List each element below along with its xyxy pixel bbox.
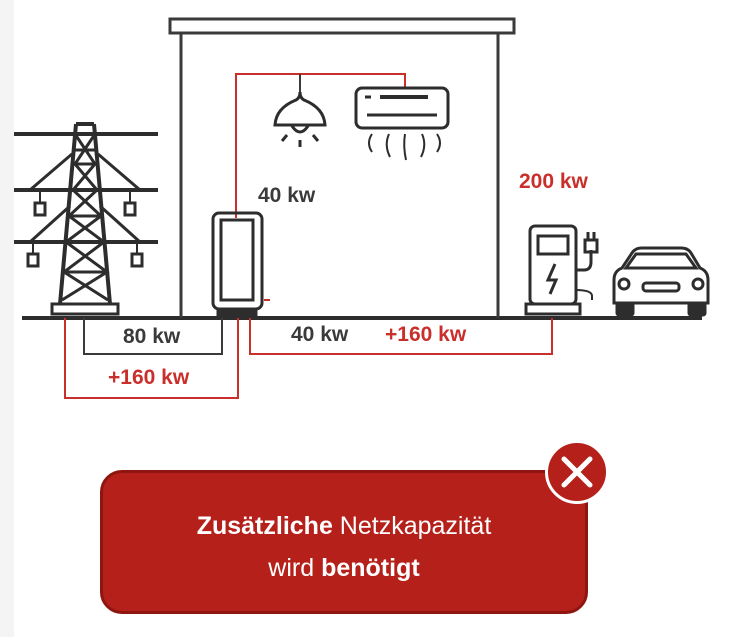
base-load-label: 40 kw [291, 323, 349, 346]
banner-text-2: wird [268, 554, 322, 582]
grid-additional-line [64, 318, 239, 399]
car-icon [612, 246, 710, 317]
close-badge [545, 440, 609, 504]
close-icon [561, 456, 593, 488]
house-wiring-line [235, 73, 406, 218]
ceiling-lamp-icon [273, 91, 327, 147]
charging-station-icon [524, 224, 599, 316]
grid-existing-label: 80 kw [123, 325, 181, 348]
warning-banner: Zusätzliche Netzkapazität wird benötigt [100, 470, 588, 614]
meter-cabinet-icon [211, 211, 264, 318]
banner-line-2: wird benötigt [103, 547, 585, 589]
banner-bold-1: Zusätzliche [196, 512, 333, 540]
grid-existing-line [83, 318, 223, 355]
air-conditioner-icon [354, 86, 450, 161]
power-tower-icon [14, 122, 158, 316]
left-margin-strip [0, 0, 14, 637]
banner-line-1: Zusätzliche Netzkapazität [103, 505, 585, 547]
grid-additional-label: +160 kw [108, 366, 190, 389]
charger-line [249, 318, 553, 355]
house-load-label: 40 kw [258, 184, 316, 207]
charger-additional-label: +160 kw [385, 323, 467, 346]
house-icon [168, 17, 516, 318]
banner-text-1: Netzkapazität [332, 512, 492, 540]
charger-power-label: 200 kw [519, 170, 588, 193]
banner-bold-2: benötigt [321, 554, 420, 582]
